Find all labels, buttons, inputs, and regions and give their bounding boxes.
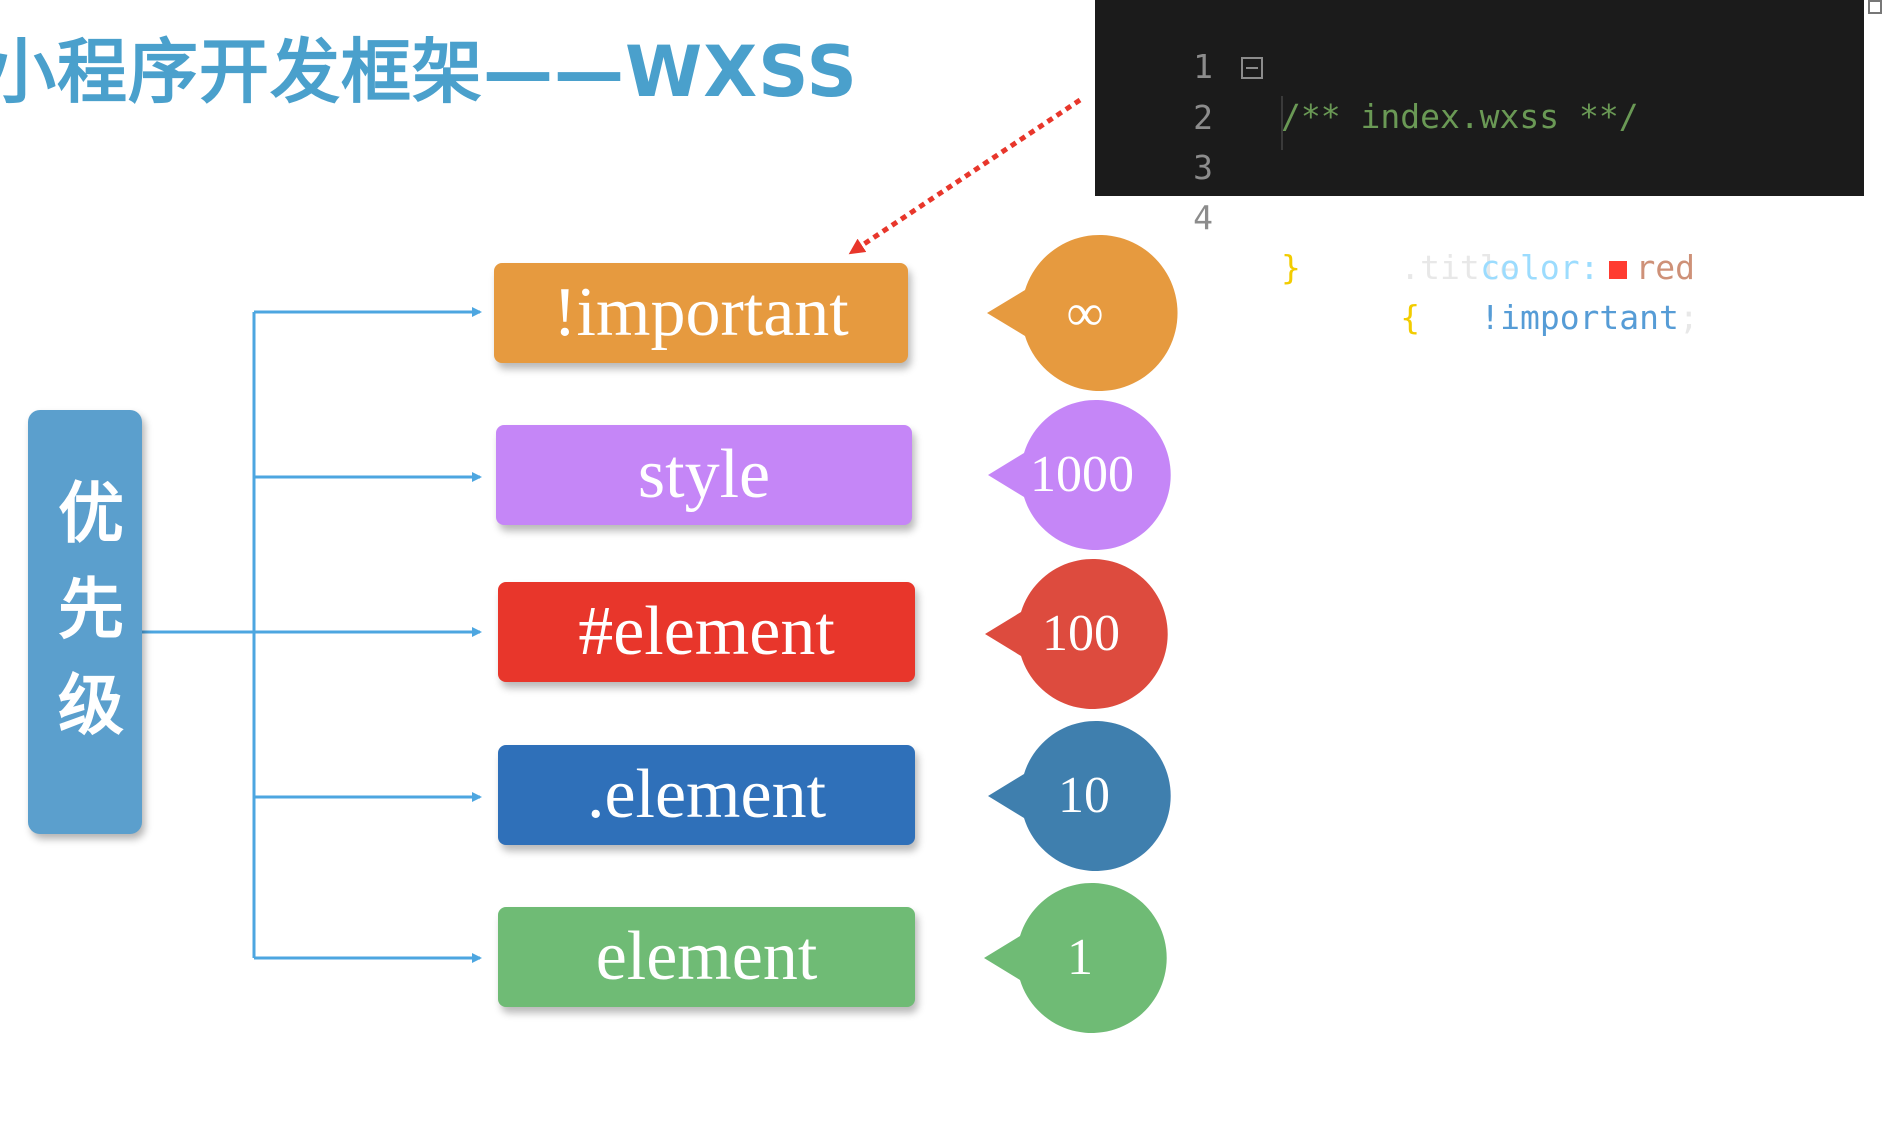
code-semicolon: ; bbox=[1678, 298, 1699, 337]
minimap-icon[interactable] bbox=[1868, 0, 1882, 14]
code-line-4: 4 } bbox=[1095, 143, 1864, 287]
line-number: 3 bbox=[1193, 148, 1213, 187]
code-line-2: 2 .title { bbox=[1095, 43, 1864, 337]
selector-label: !important bbox=[553, 274, 849, 351]
annotation-dotted-arrow bbox=[848, 97, 1082, 255]
selector-box-element: element bbox=[498, 907, 915, 1007]
code-close-brace: } bbox=[1281, 248, 1301, 287]
code-editor-panel: 1 /** index.wxss **/ 2 .title { 3 color:… bbox=[1095, 0, 1864, 337]
selector-label: style bbox=[637, 436, 771, 513]
color-swatch-icon bbox=[1607, 259, 1630, 281]
score-label: 1000 bbox=[1030, 445, 1134, 503]
priority-label: 优先级 bbox=[47, 478, 124, 766]
selector-box-id: #element bbox=[498, 582, 915, 682]
score-label: 1 bbox=[1067, 928, 1093, 986]
line-number: 4 bbox=[1193, 198, 1213, 237]
code-line-1: 1 /** index.wxss **/ bbox=[1095, 0, 1864, 136]
fold-collapse-icon[interactable] bbox=[1241, 57, 1263, 79]
code-property: color: bbox=[1480, 248, 1600, 287]
selector-box-class: .element bbox=[498, 745, 915, 845]
code-value: red bbox=[1635, 248, 1696, 287]
code-selector: .title bbox=[1400, 248, 1520, 287]
code-comment: /** index.wxss **/ bbox=[1281, 97, 1639, 136]
selector-box-important: !important bbox=[494, 263, 908, 363]
score-label: 100 bbox=[1042, 604, 1120, 662]
score-label: 10 bbox=[1058, 766, 1110, 824]
code-open-brace: { bbox=[1400, 298, 1421, 337]
indent-guide bbox=[1281, 96, 1283, 150]
score-label: ∞ bbox=[1066, 284, 1104, 342]
page-title: 小程序开发框架——WXSS bbox=[0, 31, 858, 113]
code-line-3: 3 color: red !important; bbox=[1095, 93, 1864, 337]
priority-box: 优先级 bbox=[28, 410, 142, 834]
line-number: 1 bbox=[1193, 47, 1213, 86]
line-number: 2 bbox=[1193, 98, 1213, 137]
code-important: !important bbox=[1480, 298, 1679, 337]
selector-label: element bbox=[595, 918, 818, 995]
selector-label: .element bbox=[586, 756, 827, 833]
selector-box-style: style bbox=[496, 425, 912, 525]
selector-label: #element bbox=[578, 593, 835, 670]
